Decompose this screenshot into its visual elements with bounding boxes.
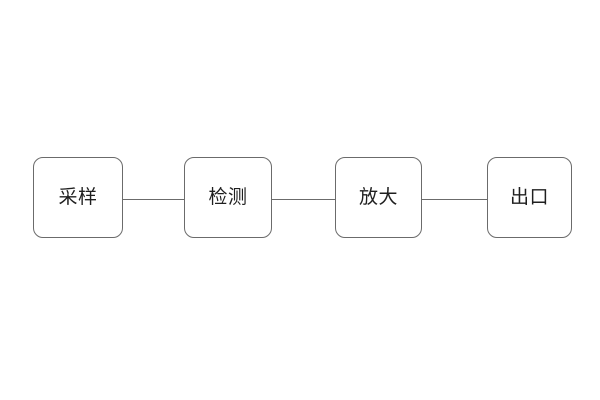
flow-node-outlet[interactable]: 出口 [487,157,572,238]
flow-node-label: 采样 [58,186,98,208]
flow-node-detection[interactable]: 检测 [184,157,272,238]
flow-node-sampling[interactable]: 采样 [33,157,123,238]
flow-node-label: 放大 [358,186,398,208]
flow-node-label: 检测 [208,186,248,208]
flow-node-label: 出口 [509,186,549,208]
flow-connector-amplification-to-outlet [422,199,487,200]
flow-connector-detection-to-amplification [272,199,335,200]
flow-connector-sampling-to-detection [123,199,184,200]
flow-node-amplification[interactable]: 放大 [335,157,422,238]
